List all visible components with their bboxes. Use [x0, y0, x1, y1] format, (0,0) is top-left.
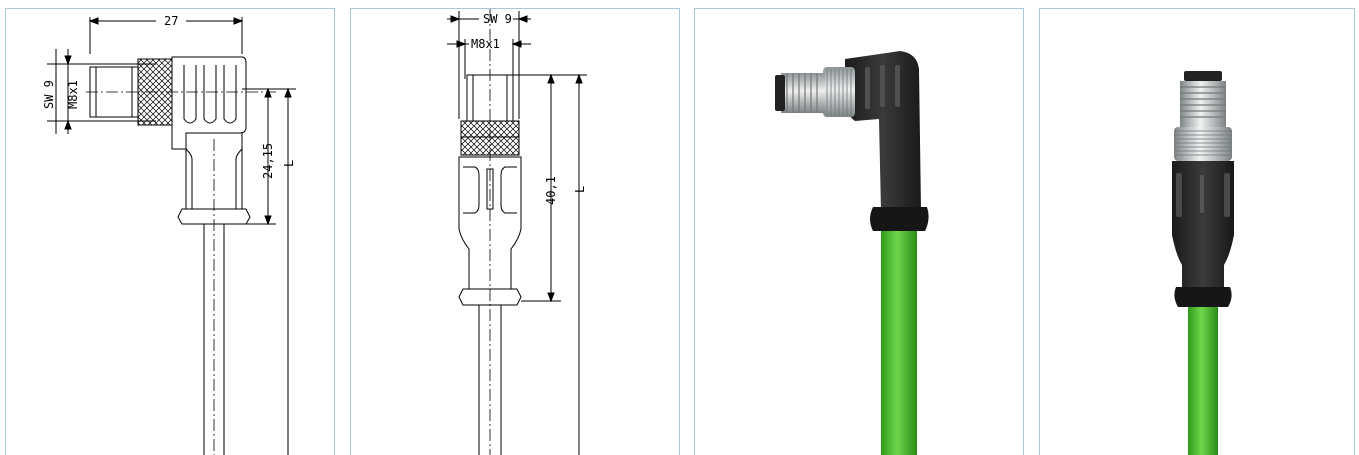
- straight-connector-photo-panel: [1039, 8, 1355, 455]
- straight-m8-connector-photo: [1172, 71, 1234, 455]
- dim-length-label-2: L: [573, 186, 587, 193]
- straight-connector-drawing-panel: SW 9 M8x1 40,1 L: [350, 8, 680, 455]
- dim-width-label: 27: [164, 14, 178, 28]
- angled-connector-drawing: 27 SW 9 M8x1: [42, 14, 296, 455]
- dim-thread-label: M8x1: [66, 80, 80, 109]
- dim-wrench-label: SW 9: [42, 80, 56, 109]
- straight-connector-drawing: SW 9 M8x1 40,1 L: [447, 9, 587, 455]
- angled-connector-drawing-panel: 27 SW 9 M8x1: [5, 8, 335, 455]
- dim-height-label: 24,15: [261, 143, 275, 179]
- angled-m8-connector-photo: [775, 51, 929, 455]
- dim-height-label-2: 40,1: [544, 176, 558, 205]
- angled-connector-photo-panel: [694, 8, 1024, 455]
- dim-wrench-label-2: SW 9: [483, 12, 512, 26]
- dim-thread-label-2: M8x1: [471, 37, 500, 51]
- dim-length-label: L: [282, 160, 296, 167]
